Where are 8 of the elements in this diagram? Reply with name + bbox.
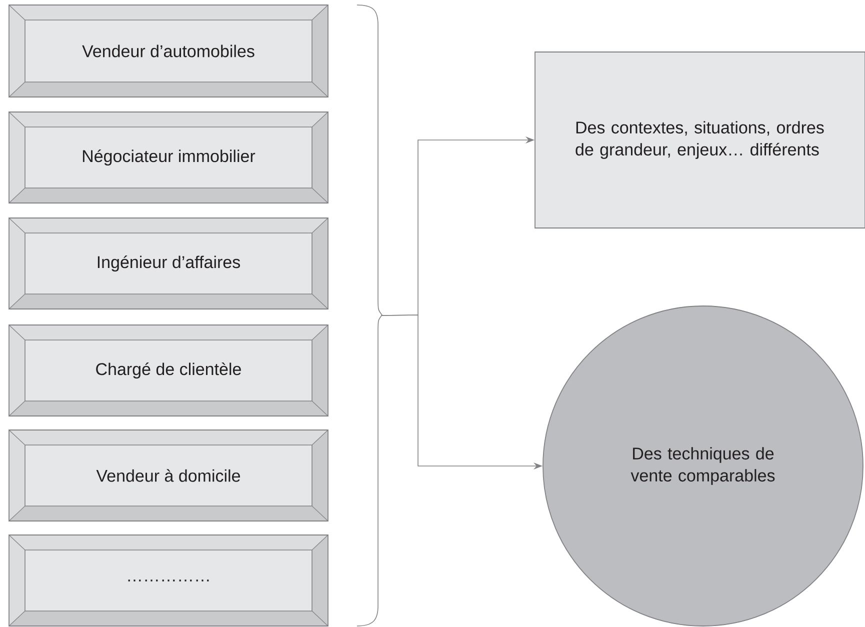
brace [356, 4, 382, 626]
beveled-box: Ingénieur d’affaires [8, 218, 328, 310]
beveled-box: Vendeur d’automobiles [8, 4, 328, 98]
beveled-box: Chargé de clientèle [8, 324, 328, 416]
beveled-box: Négociateur immobilier [8, 112, 328, 204]
beveled-box: Vendeur à domicile [8, 430, 328, 522]
beveled-box: …………… [8, 534, 328, 626]
text-box: Des contextes, situations, ordres de grandeur, enjeux… différents [534, 52, 865, 228]
